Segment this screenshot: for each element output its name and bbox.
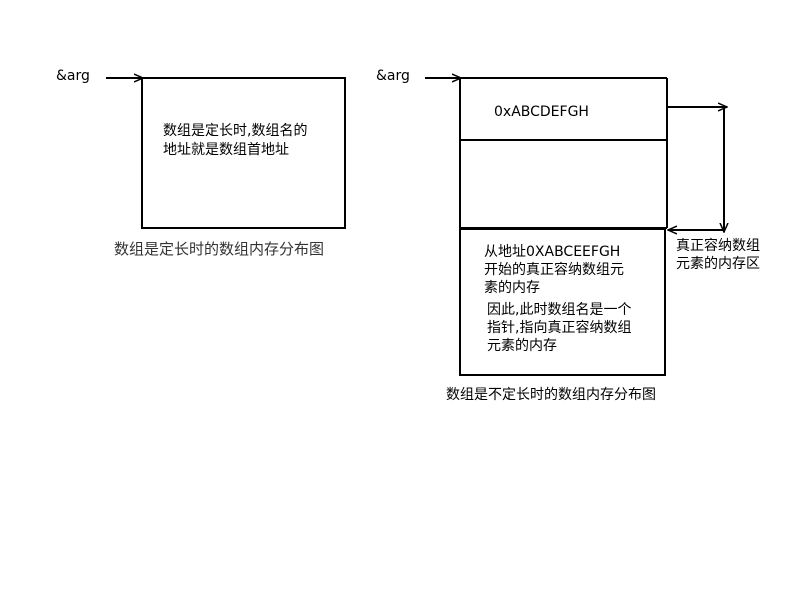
- side-label-line2: 元素的内存区: [676, 256, 760, 272]
- memory-text-line1: 从地址0XABCEEFGH: [484, 244, 621, 260]
- memory-text-line5: 指针,指向真正容纳数组: [487, 320, 632, 336]
- side-label-line1: 真正容纳数组: [676, 238, 760, 254]
- pointer-value: 0xABCDEFGH: [494, 104, 589, 120]
- left-array-box: [141, 77, 346, 229]
- right-pointer-label: &arg: [376, 68, 410, 84]
- right-caption: 数组是不定长时的数组内存分布图: [446, 387, 656, 403]
- left-box-text-line1: 数组是定长时,数组名的: [163, 123, 308, 139]
- memory-text-line4: 因此,此时数组名是一个: [487, 302, 632, 318]
- memory-text-line2: 开始的真正容纳数组元: [484, 262, 624, 278]
- left-box-text-line2: 地址就是数组首地址: [163, 142, 289, 158]
- element-memory-box: [459, 228, 666, 376]
- memory-text-line3: 素的内存: [484, 280, 540, 296]
- left-pointer-label: &arg: [56, 68, 90, 84]
- memory-text-line6: 元素的内存: [487, 338, 557, 354]
- left-caption: 数组是定长时的数组内存分布图: [114, 240, 325, 258]
